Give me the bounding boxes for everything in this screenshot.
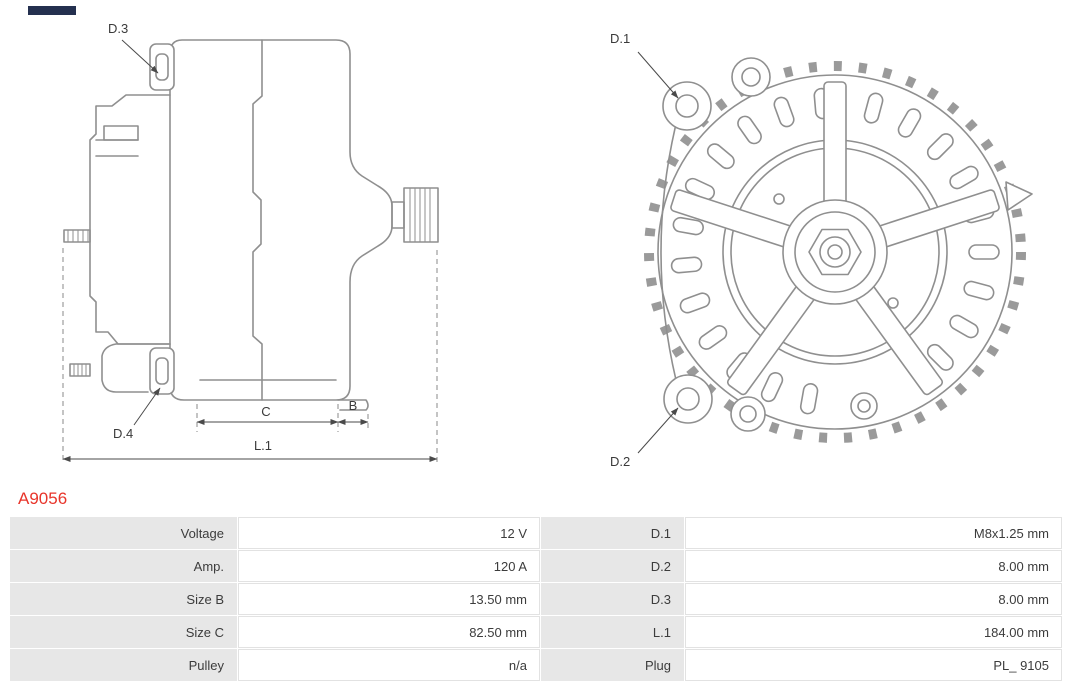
spec-label: Amp. bbox=[10, 550, 237, 582]
spec-label: Plug bbox=[541, 649, 684, 681]
table-row: Size C 82.50 mm L.1 184.00 mm bbox=[10, 616, 1062, 648]
logo-fragment bbox=[28, 6, 76, 15]
dim-label-l1: L.1 bbox=[254, 438, 272, 453]
part-number: A9056 bbox=[18, 489, 68, 508]
spec-value: 184.00 mm bbox=[685, 616, 1062, 648]
spec-value: 82.50 mm bbox=[238, 616, 540, 648]
dim-label-c: C bbox=[261, 404, 270, 419]
spec-value: M8x1.25 mm bbox=[685, 517, 1062, 549]
spec-value: PL_ 9105 bbox=[685, 649, 1062, 681]
front-view: D.1 D.2 bbox=[610, 31, 1033, 469]
spec-value: 120 A bbox=[238, 550, 540, 582]
dim-label-d3: D.3 bbox=[108, 21, 128, 36]
dim-label-d1: D.1 bbox=[610, 31, 630, 46]
spec-label: D.1 bbox=[541, 517, 684, 549]
vent-slots bbox=[670, 87, 1000, 415]
spec-value: 8.00 mm bbox=[685, 550, 1062, 582]
spec-value: 12 V bbox=[238, 517, 540, 549]
table-row: Pulley n/a Plug PL_ 9105 bbox=[10, 649, 1062, 681]
pulley-hub bbox=[782, 199, 888, 305]
spec-label: D.2 bbox=[541, 550, 684, 582]
spec-table: Voltage 12 V D.1 M8x1.25 mm Amp. 120 A D… bbox=[10, 517, 1062, 681]
spec-label: Size C bbox=[10, 616, 237, 648]
dim-label-b: B bbox=[349, 398, 358, 413]
spec-label: Size B bbox=[10, 583, 237, 615]
spec-value: n/a bbox=[238, 649, 540, 681]
spec-label: Pulley bbox=[10, 649, 237, 681]
table-row: Voltage 12 V D.1 M8x1.25 mm bbox=[10, 517, 1062, 549]
table-row: Size B 13.50 mm D.3 8.00 mm bbox=[10, 583, 1062, 615]
dim-label-d4: D.4 bbox=[113, 426, 133, 441]
technical-drawing: C B L.1 D.3 D.4 bbox=[62, 21, 1033, 469]
dim-label-d2: D.2 bbox=[610, 454, 630, 469]
table-row: Amp. 120 A D.2 8.00 mm bbox=[10, 550, 1062, 582]
spec-label: L.1 bbox=[541, 616, 684, 648]
spec-value: 13.50 mm bbox=[238, 583, 540, 615]
spec-label: Voltage bbox=[10, 517, 237, 549]
spec-value: 8.00 mm bbox=[685, 583, 1062, 615]
spokes bbox=[670, 81, 1000, 396]
side-view: C B L.1 D.3 D.4 bbox=[62, 21, 439, 462]
spec-label: D.3 bbox=[541, 583, 684, 615]
